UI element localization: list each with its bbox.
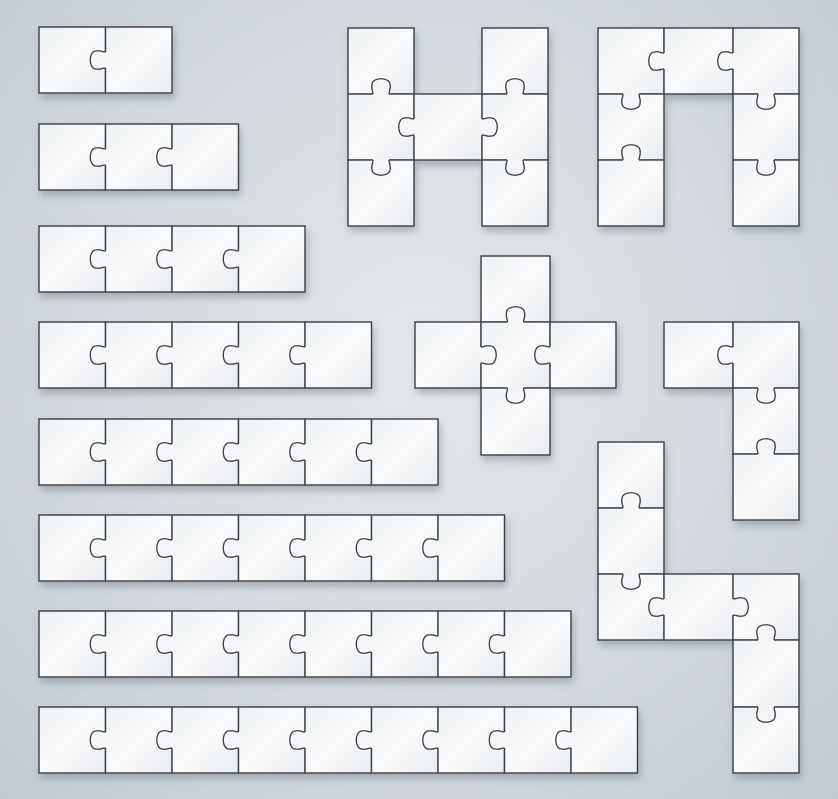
puzzle-knob [222, 345, 239, 365]
puzzle-knob [156, 442, 173, 462]
puzzle-knob [756, 624, 776, 641]
row-2-pieces [38, 26, 173, 94]
puzzle-knob [289, 730, 306, 750]
puzzle-piece [304, 610, 373, 678]
puzzle-knob [89, 345, 106, 365]
puzzle-knob [156, 538, 173, 558]
puzzle-knob [422, 730, 439, 750]
puzzle-piece [437, 514, 506, 582]
puzzle-piece [481, 27, 549, 95]
puzzle-knob [534, 345, 551, 365]
puzzle-piece [732, 639, 800, 708]
puzzle-piece [732, 27, 800, 95]
puzzle-knob [488, 730, 505, 750]
puzzle-knob [156, 147, 173, 167]
puzzle-piece [171, 123, 240, 191]
puzzle-piece [597, 507, 665, 575]
puzzle-knob [89, 249, 106, 269]
puzzle-knob [89, 147, 106, 167]
puzzle-knob [222, 442, 239, 462]
puzzle-knob [398, 117, 415, 137]
puzzle-knob [222, 538, 239, 558]
puzzle-piece [370, 418, 439, 486]
puzzle-knob [156, 730, 173, 750]
puzzle-knob [488, 634, 505, 654]
puzzle-knob [371, 159, 391, 176]
puzzle-knob [156, 345, 173, 365]
puzzle-knob [621, 573, 641, 590]
puzzle-piece [304, 321, 373, 389]
puzzle-knob [89, 538, 106, 558]
puzzle-piece [732, 453, 800, 521]
row-9-pieces [38, 706, 639, 774]
puzzle-knob [355, 634, 372, 654]
puzzle-knob [289, 345, 306, 365]
puzzle-knob [648, 51, 665, 71]
puzzle-piece [237, 225, 306, 293]
row-3-pieces [38, 123, 240, 191]
cross-shape [414, 255, 617, 456]
h-shape [347, 27, 549, 227]
arch-shape [597, 27, 800, 227]
puzzle-knob [505, 387, 526, 404]
puzzle-knob [756, 159, 776, 176]
puzzle-piece [549, 321, 617, 389]
puzzle-knob [156, 634, 173, 654]
puzzle-piece [104, 26, 173, 94]
puzzle-knob [621, 492, 641, 509]
puzzle-knob [222, 634, 239, 654]
corner-shape [597, 441, 800, 774]
puzzle-knob [422, 538, 439, 558]
puzzle-knob [717, 51, 734, 71]
puzzle-knob [422, 634, 439, 654]
puzzle-piece [663, 27, 734, 95]
puzzle-knob [89, 730, 106, 750]
puzzle-knob [89, 50, 106, 70]
puzzle-piece [413, 93, 483, 161]
puzzle-knob [717, 345, 734, 365]
row-5-pieces [38, 321, 373, 389]
puzzle-knob [756, 387, 776, 404]
row-6-pieces [38, 418, 439, 486]
puzzle-piece [663, 573, 734, 641]
puzzle-knob [480, 345, 497, 365]
puzzle-knob [371, 78, 391, 95]
puzzle-knob [555, 730, 572, 750]
puzzle-knob [621, 93, 641, 110]
puzzle-piece [597, 159, 665, 227]
row-7-pieces [38, 514, 506, 582]
row-4-pieces [38, 225, 306, 293]
puzzle-knob [756, 706, 776, 723]
hook-shape [663, 321, 800, 521]
puzzle-knob [505, 159, 525, 176]
puzzle-knob [289, 634, 306, 654]
puzzle-piece [347, 93, 415, 161]
row-8-pieces [38, 610, 572, 678]
puzzle-knob [355, 442, 372, 462]
puzzle-piece [414, 321, 482, 389]
puzzle-knob [756, 438, 776, 455]
puzzle-piece [503, 610, 572, 678]
puzzle-knob [732, 597, 749, 617]
puzzle-knob [648, 597, 665, 617]
puzzle-knob [289, 538, 306, 558]
puzzle-knob [222, 249, 239, 269]
puzzle-knob [289, 442, 306, 462]
puzzle-knob [756, 93, 776, 110]
puzzle-piece [732, 321, 800, 389]
puzzle-knob [505, 78, 525, 95]
puzzle-knob [355, 538, 372, 558]
puzzle-knob [621, 144, 641, 161]
puzzle-knob [89, 442, 106, 462]
puzzle-knob [355, 730, 372, 750]
puzzle-knob [481, 117, 498, 137]
puzzle-knob [89, 634, 106, 654]
puzzle-knob [156, 249, 173, 269]
puzzle-piece [570, 706, 639, 774]
puzzle-knob [222, 730, 239, 750]
puzzle-knob [505, 306, 526, 323]
